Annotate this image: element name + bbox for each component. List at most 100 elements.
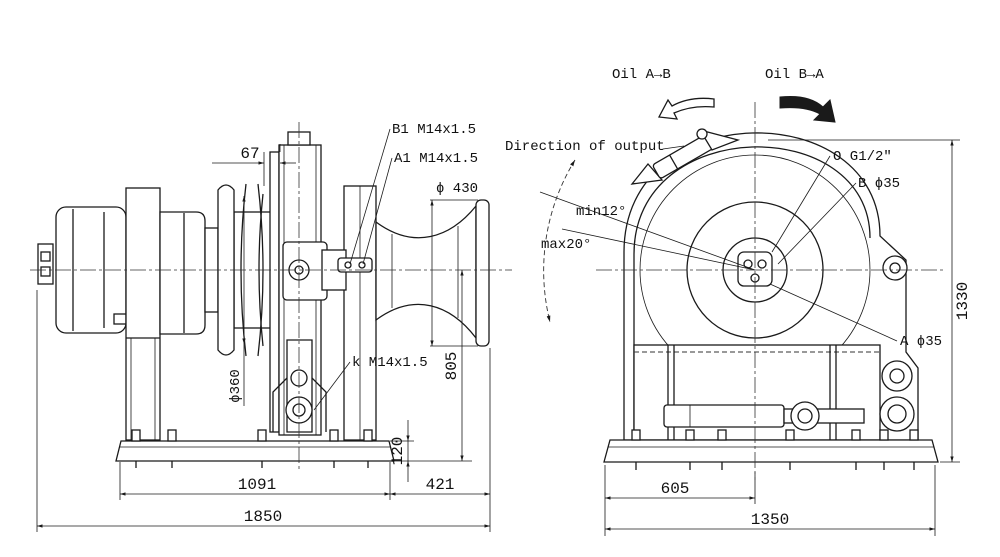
pin-b-bore	[889, 262, 901, 274]
min-angle-label: min12°	[576, 204, 626, 220]
arm-bracket	[630, 162, 664, 185]
arm-pivot	[696, 128, 708, 140]
port-b1	[344, 261, 352, 269]
right-support-frame	[343, 185, 377, 441]
port-a1-leader	[362, 157, 393, 265]
dim-120: 120	[389, 437, 407, 466]
bolt	[851, 429, 861, 441]
frame-inner-line	[633, 146, 871, 440]
max-angle-line	[539, 191, 756, 271]
motor-lug	[113, 313, 127, 325]
planetary-gearbox	[159, 211, 219, 335]
pin-b-label: B ϕ35	[858, 176, 900, 192]
port-k-label: k M14x1.5	[352, 355, 428, 371]
hub-bolt	[743, 259, 753, 269]
bolt	[879, 429, 889, 441]
dim-67: 67	[240, 145, 259, 163]
frame-posts	[667, 345, 837, 440]
anchor-pin-bore	[887, 404, 907, 424]
port-b1-leader	[349, 128, 391, 265]
hub-bolt	[757, 259, 767, 269]
bolt	[631, 429, 641, 441]
min-angle-line	[561, 228, 756, 271]
bolt-tails	[635, 462, 915, 470]
bolt	[257, 429, 267, 442]
arm-lever	[698, 128, 741, 151]
cylinder-barrel	[663, 404, 785, 428]
direction-of-output-label: Direction of output	[505, 139, 665, 155]
dim-1350: 1350	[751, 511, 789, 529]
left-support-plate	[125, 187, 161, 441]
bolt-tails	[135, 461, 369, 468]
pin-a	[881, 360, 913, 392]
side-view: 1091 421 1850 805 120 ϕ 430 ϕ360 67 B1 M…	[30, 122, 512, 532]
end-view-dimensions: 1330 605 1350	[604, 139, 972, 536]
output-angle-guides: min12° max20° Direction of output	[505, 139, 756, 323]
rotation-arrows: Oil A→B Oil B→A	[612, 67, 836, 123]
max-angle-label: max20°	[541, 237, 591, 253]
port-b1-label: B1 M14x1.5	[392, 122, 476, 138]
cylinder-eye	[790, 401, 820, 431]
end-view: Oil A→B Oil B→A min12° max20° Direction …	[505, 67, 972, 536]
extension-lines	[604, 139, 960, 536]
dim-1850: 1850	[244, 508, 282, 526]
brake-bracket	[311, 377, 327, 432]
output-direction-arc	[543, 159, 576, 323]
base-plate	[115, 440, 395, 462]
left-support-frame	[125, 187, 161, 441]
pin-a-bore	[889, 368, 905, 384]
pin-b-leader	[777, 182, 857, 265]
arm-cylinder	[652, 134, 714, 179]
output-arm-cylinder	[630, 128, 741, 185]
oil-port-label: O G1/2"	[833, 149, 892, 165]
anchor-pin	[879, 396, 915, 432]
oil-a-to-b-arrow-icon	[657, 97, 715, 120]
brake-cylinder	[663, 401, 865, 431]
arm-cylinder-joint	[669, 154, 679, 170]
anchor-bolts	[131, 429, 373, 468]
cylinder-eye-bore	[797, 408, 813, 424]
side-base-plate	[115, 429, 395, 468]
dim-1091: 1091	[238, 476, 276, 494]
end-view-base	[603, 429, 939, 470]
extension-lines	[36, 144, 491, 532]
connector-pin	[40, 266, 51, 277]
brake-bracket	[272, 377, 288, 432]
oil-a-to-b-label: Oil A→B	[612, 67, 671, 83]
pin-b	[882, 255, 908, 281]
warping-head	[375, 199, 490, 347]
bolt	[167, 429, 177, 442]
bolt	[785, 429, 795, 441]
bolt	[131, 429, 141, 442]
pin-brackets	[879, 255, 915, 432]
end-view-callouts: O G1/2" B ϕ35 A ϕ35	[769, 149, 942, 350]
port-a1-label: A1 M14x1.5	[394, 151, 478, 167]
dim-421: 421	[426, 476, 455, 494]
bolt	[909, 429, 919, 441]
port-k-leader	[313, 361, 351, 411]
motor-connector	[37, 243, 54, 285]
bolt	[717, 429, 727, 441]
side-view-dimensions: 1091 421 1850 805 120 ϕ 430 ϕ360 67	[36, 144, 491, 532]
oil-b-to-a-label: Oil B→A	[765, 67, 824, 83]
direction-leader	[662, 145, 685, 150]
dim-phi-360: ϕ360	[228, 369, 244, 403]
bolt	[329, 429, 339, 442]
warping-head-body	[375, 204, 477, 340]
side-view-callouts: B1 M14x1.5 A1 M14x1.5 k M14x1.5	[313, 122, 478, 411]
oil-b-to-a-arrow-icon	[779, 96, 836, 123]
connector-pin	[40, 251, 51, 262]
dim-605: 605	[661, 480, 690, 498]
bolt	[685, 429, 695, 441]
dim-phi-430: ϕ 430	[436, 181, 478, 197]
warping-head-end-flange	[475, 199, 490, 347]
gearbox-housing	[159, 211, 206, 335]
dim-1330: 1330	[954, 282, 972, 320]
end-base-plate	[603, 439, 939, 463]
oil-port-leader	[771, 155, 831, 253]
bolt	[363, 429, 373, 442]
dim-805: 805	[443, 352, 461, 381]
port-a1	[358, 261, 366, 269]
pin-a-leader	[769, 283, 898, 342]
